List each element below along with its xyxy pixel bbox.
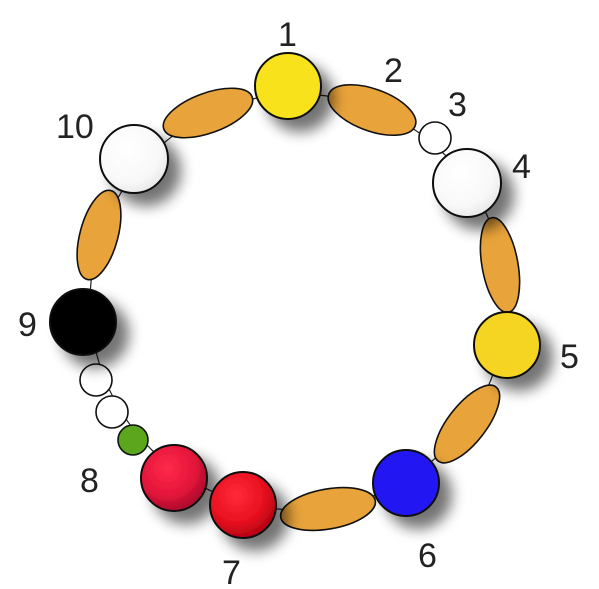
label-8: 8	[80, 462, 99, 500]
oval-bead-top-left	[157, 78, 259, 148]
label-3: 3	[448, 86, 467, 124]
label-9: 9	[18, 306, 37, 344]
label-10: 10	[56, 108, 94, 146]
bead-6	[373, 450, 439, 516]
bead-1	[255, 53, 321, 119]
oval-bead-bottom	[277, 481, 378, 537]
label-6: 6	[418, 537, 437, 575]
oval-bead-right-upper	[474, 215, 526, 316]
label-1: 1	[278, 16, 297, 54]
label-7: 7	[222, 554, 241, 589]
label-4: 4	[512, 148, 531, 186]
small-green-bead	[118, 425, 148, 455]
oval-bead-2	[322, 75, 423, 146]
main-beads	[50, 53, 540, 538]
bead-7	[210, 472, 276, 538]
bead-8	[141, 445, 207, 511]
bead-4	[433, 149, 501, 217]
bead-5	[474, 312, 540, 378]
bead-9	[50, 289, 116, 355]
small-white-bead-left-lower	[96, 396, 128, 428]
oval-bead-left	[69, 186, 130, 285]
label-5: 5	[560, 338, 579, 376]
oval-bead-right-lower	[423, 375, 511, 472]
label-2: 2	[384, 52, 403, 90]
small-white-bead-3	[419, 122, 451, 154]
small-white-bead-left-upper	[80, 364, 112, 396]
bead-10	[100, 125, 168, 193]
